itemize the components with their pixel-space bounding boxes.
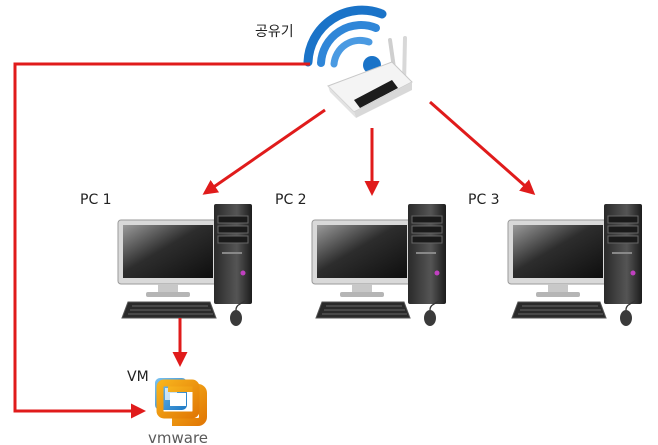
arrow-router-to-vm <box>13 62 310 419</box>
arrows <box>13 62 536 419</box>
pc1-label: PC 1 <box>80 192 112 208</box>
vm-label: VM <box>127 369 149 385</box>
desktop-pc-icon-3 <box>507 203 643 327</box>
desktop-pc-icon-2 <box>311 203 447 327</box>
desktop-pc-icon-1 <box>117 203 253 327</box>
vmware-icon: vmware <box>148 378 208 445</box>
pc2-label: PC 2 <box>275 192 307 208</box>
arrow-router-to-pc1 <box>202 108 326 195</box>
vmware-logo-text: vmware <box>148 429 208 445</box>
arrow-router-to-pc3 <box>429 100 536 195</box>
wifi-router-icon <box>303 5 413 118</box>
router-label: 공유기 <box>255 24 294 40</box>
pc3-label: PC 3 <box>468 192 500 208</box>
